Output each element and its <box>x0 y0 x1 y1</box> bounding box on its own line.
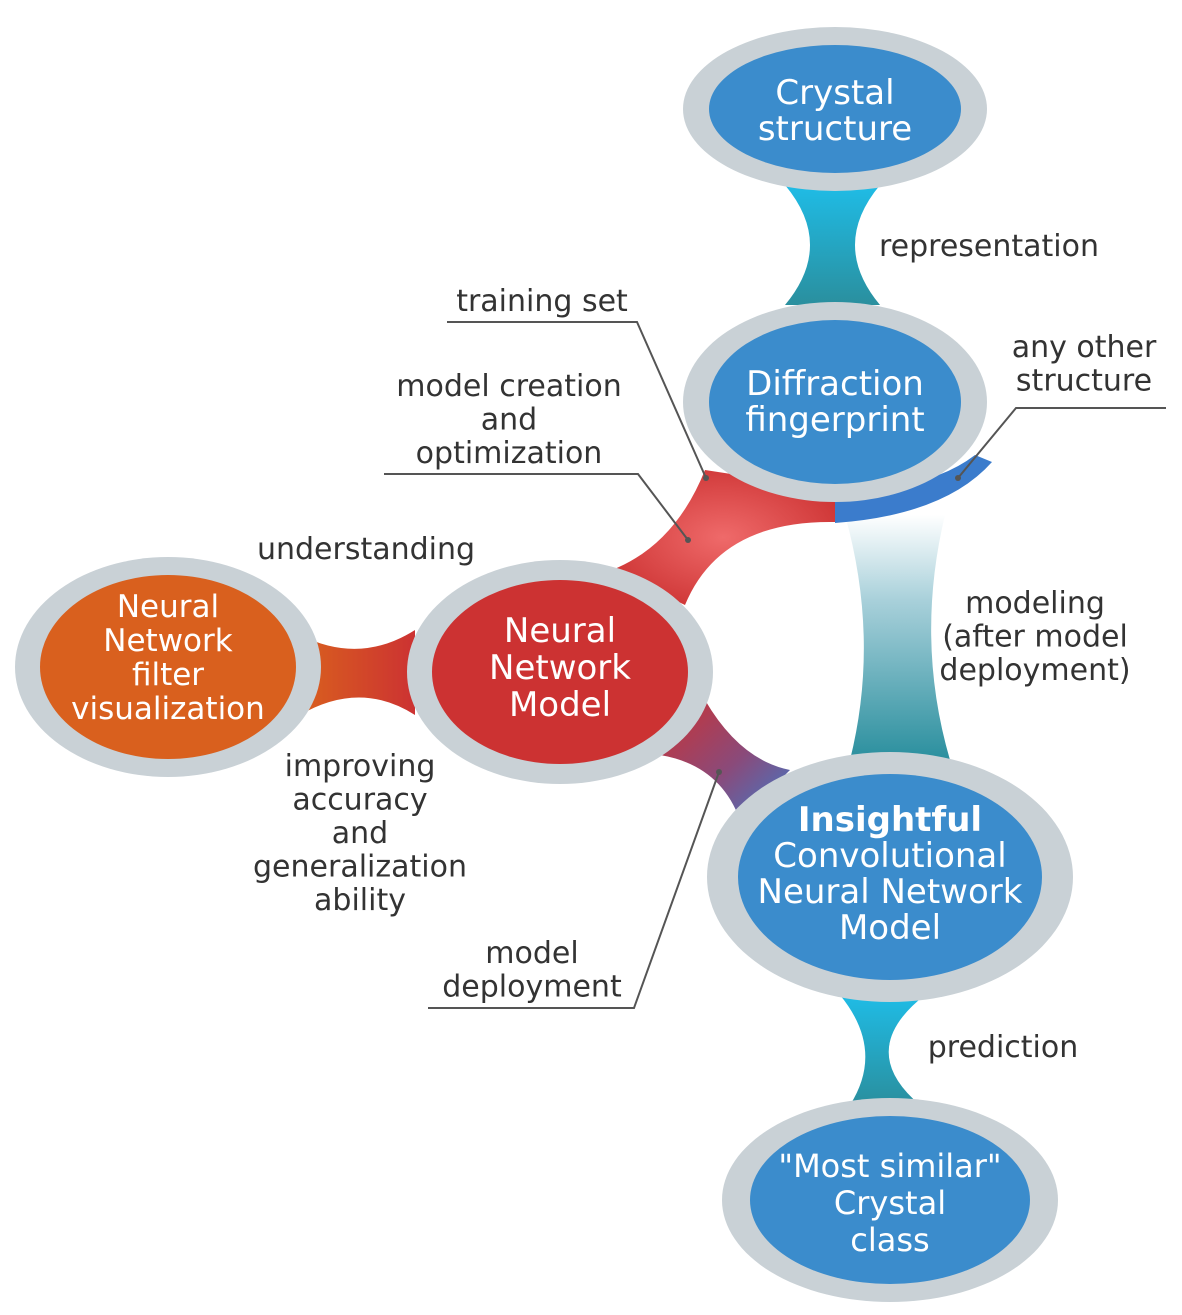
diffraction-fingerprint-line: Diffraction <box>746 364 924 404</box>
model-deployment-line: model <box>485 936 578 971</box>
prediction-label: prediction <box>928 1030 1079 1065</box>
prediction-line: prediction <box>928 1030 1079 1065</box>
representation-connector <box>785 185 880 305</box>
improving-line: and <box>332 816 388 851</box>
model-creation-line: model creation <box>396 369 621 404</box>
modeling-line: modeling <box>965 586 1105 621</box>
insightful-cnn-line: Convolutional <box>773 836 1006 876</box>
understanding-connector <box>300 630 415 715</box>
any-other-structure-line: structure <box>1016 364 1152 399</box>
neural-network-model-line: Network <box>489 648 631 688</box>
improving-line: accuracy <box>292 783 427 818</box>
filter-visualization-line: Neural <box>117 589 219 625</box>
filter-visualization-line: filter <box>132 657 204 693</box>
improving-line: improving <box>285 749 436 784</box>
representation-label: representation <box>879 229 1099 264</box>
creation-connector <box>612 470 835 605</box>
crystal-structure-line: structure <box>758 109 912 149</box>
representation-line: representation <box>879 229 1099 264</box>
deployment-connector <box>660 700 790 820</box>
training-set-leader-dot <box>703 475 709 481</box>
insightful-cnn-line: Neural Network <box>758 872 1023 912</box>
model-deployment-line: deployment <box>442 970 622 1005</box>
crystal-class-line: class <box>850 1221 929 1259</box>
neural-network-model-line: Neural <box>504 611 616 651</box>
any-other-structure-line: any other <box>1012 330 1157 365</box>
crystal-structure-line: Crystal <box>775 73 894 113</box>
crystal-class-line: Crystal <box>834 1184 946 1222</box>
filter-visualization-line: Network <box>103 623 232 659</box>
insightful-cnn-bold-line: Insightful <box>798 800 982 840</box>
neural-network-model-line: Model <box>509 685 611 725</box>
model-creation-leader <box>384 473 689 541</box>
understanding-line: understanding <box>257 532 475 567</box>
crystal-class-line: "Most similar" <box>778 1147 1001 1185</box>
diffraction-fingerprint-line: fingerprint <box>745 400 924 440</box>
insightful-cnn-line: Model <box>839 908 941 948</box>
model-creation-line: optimization <box>416 436 603 471</box>
any-structure-arc <box>835 455 992 523</box>
model-deployment-leader-dot <box>716 769 722 775</box>
any-other-structure-leader <box>957 407 1166 479</box>
modeling-line: deployment) <box>939 653 1130 688</box>
training-set-label: training set <box>456 284 628 319</box>
model-creation-leader-dot <box>685 537 691 543</box>
training-set-leader <box>447 321 707 479</box>
training-set-line: training set <box>456 284 628 319</box>
model-deployment-leader <box>428 771 720 1009</box>
understanding-label: understanding <box>257 532 475 567</box>
model-creation-line: and <box>481 403 537 438</box>
filter-visualization-line: visualization <box>71 691 265 727</box>
modeling-line: (after model <box>942 620 1128 655</box>
prediction-connector <box>840 995 925 1105</box>
improving-line: ability <box>314 883 406 918</box>
any-other-structure-leader-dot <box>955 475 961 481</box>
modeling-connector <box>845 515 950 760</box>
improving-line: generalization <box>253 850 467 885</box>
